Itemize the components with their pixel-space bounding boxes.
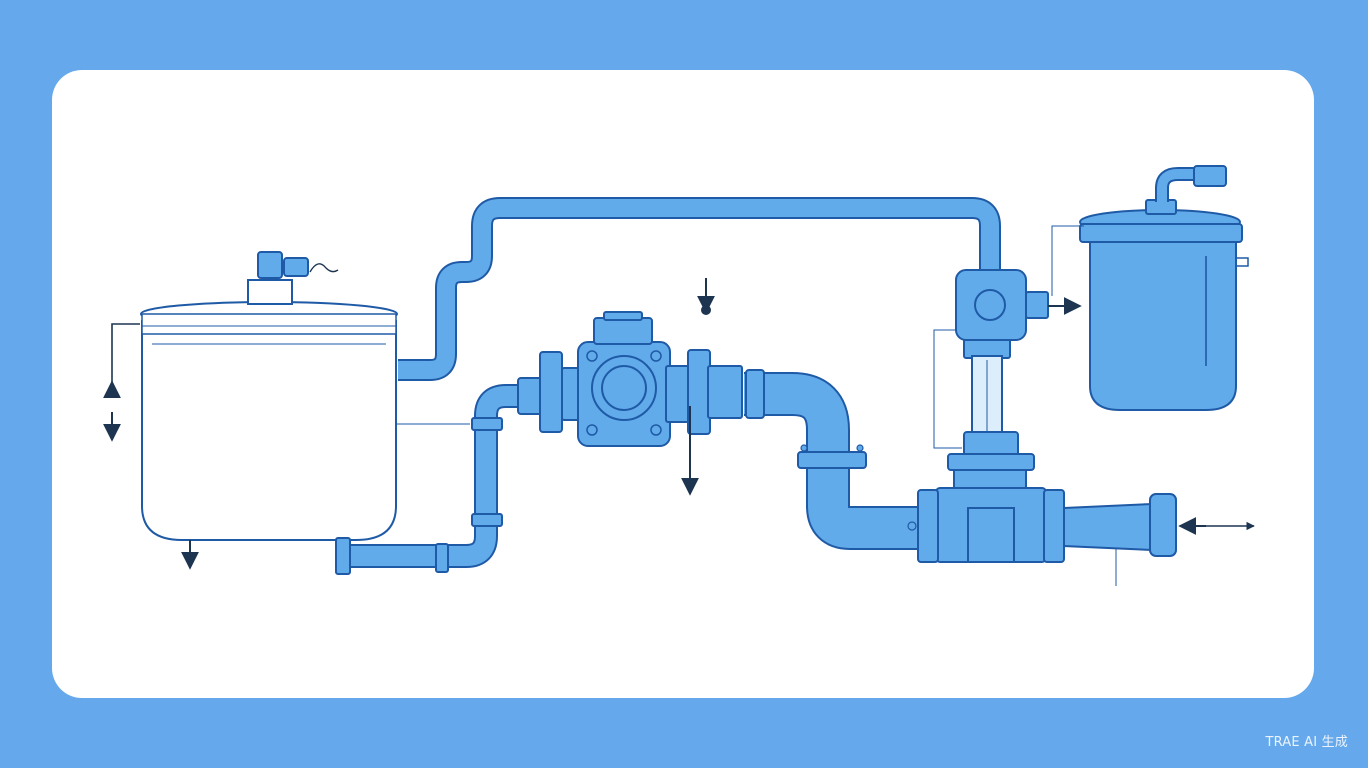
flow-indicator (933, 329, 1011, 449)
outlet-pipe (1063, 493, 1177, 586)
return-pipe (744, 369, 930, 550)
storage-tank (140, 301, 470, 541)
watermark-text: TRAE AI 生成 (1265, 735, 1348, 750)
tee-junction (907, 431, 1075, 563)
control-valve (955, 269, 1082, 341)
tank-actuator (247, 251, 339, 305)
receiver-tank (1051, 165, 1249, 411)
pump-indicator-arrow-icon (681, 278, 715, 496)
bypass-pipe (398, 197, 1001, 381)
feed-pipe (335, 384, 528, 575)
level-arrow-icon (103, 323, 140, 442)
pump (517, 311, 743, 447)
